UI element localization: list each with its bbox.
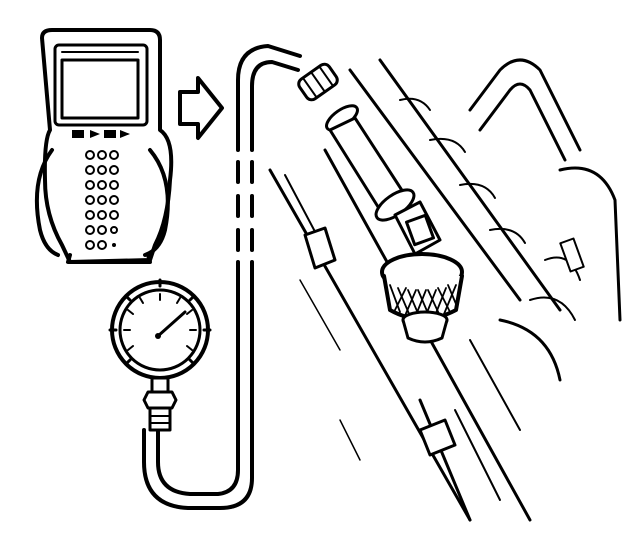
pressure-gauge-icon [108, 278, 212, 432]
schrader-valve-icon [297, 62, 464, 344]
arrow-right-icon [178, 76, 224, 140]
engine-background [268, 58, 622, 522]
hose-icon [142, 44, 302, 510]
scan-tool-keypad [85, 150, 119, 250]
scan-tool-icon [34, 28, 174, 264]
